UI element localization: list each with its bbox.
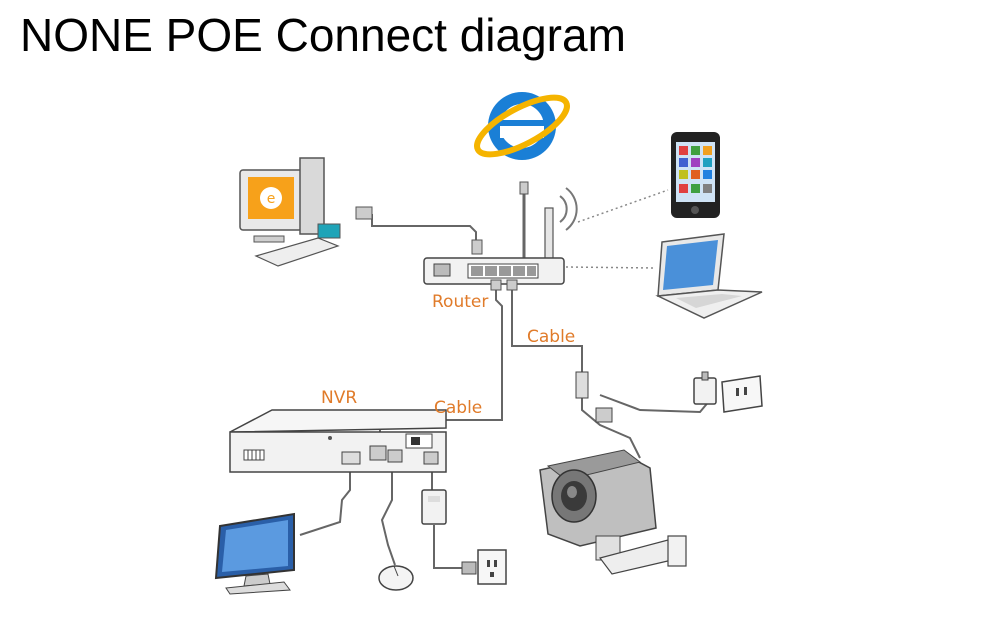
cable-label-router-nvr: Cable [434, 398, 483, 418]
wireless-link-phone [577, 189, 669, 223]
wall-socket-icon [461, 549, 507, 585]
camera-power-adapter-icon [693, 371, 717, 405]
cable-camera-split [581, 395, 641, 459]
internet-explorer-icon [474, 92, 570, 160]
cable-nvr-mouse [380, 468, 396, 566]
router-icon [423, 181, 578, 291]
svg-text:e: e [267, 191, 276, 207]
cable-label-router-camera: Cable [527, 327, 576, 347]
bullet-camera-icon [539, 371, 687, 575]
wireless-links [565, 189, 669, 269]
nvr-icon [229, 409, 447, 473]
power-adapter-icon [421, 489, 447, 525]
cable-computer-router [371, 214, 477, 250]
nvr-label: NVR [321, 388, 358, 408]
desktop-computer-icon: e [239, 157, 373, 267]
laptop-icon [655, 233, 763, 319]
cable-adapter-socket [433, 525, 470, 569]
monitor-icon [214, 512, 295, 595]
cable-nvr-monitor [299, 468, 351, 536]
cable-router-camera [511, 286, 583, 375]
camera-wall-socket-icon [721, 375, 763, 413]
smartphone-icon [671, 132, 720, 218]
diagram-title: NONE POE Connect diagram [20, 9, 626, 61]
wireless-link-laptop [565, 266, 656, 269]
cable-camera-power [599, 394, 711, 414]
router-label: Router [432, 292, 489, 312]
mouse-icon [378, 565, 414, 591]
